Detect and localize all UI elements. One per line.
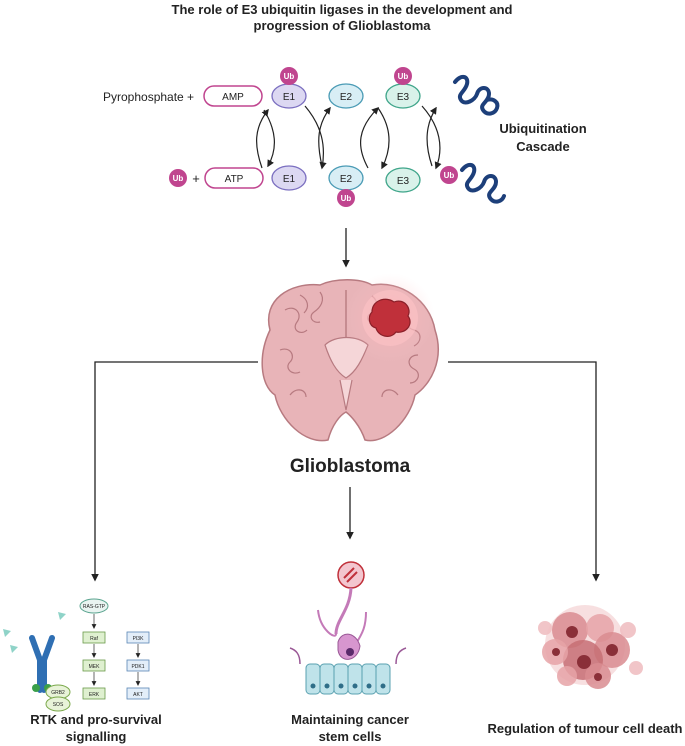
e2-top-label: E2 xyxy=(340,92,353,103)
outcome-middle-line1: Maintaining cancer xyxy=(291,712,409,727)
ub-badge-atp xyxy=(169,169,187,187)
arrow-e1-to-e2-down xyxy=(304,105,327,170)
raf-label: Raf xyxy=(90,636,98,642)
e3-top-label: E3 xyxy=(397,92,410,103)
e2-top xyxy=(328,83,364,109)
atp-label: ATP xyxy=(225,174,244,185)
e2-bottom-label: E2 xyxy=(340,174,353,185)
outcome-left-line2: signalling xyxy=(66,729,127,744)
ub-badge-e3-label: Ub xyxy=(398,72,409,81)
cascade-label-line2: Cascade xyxy=(516,139,569,154)
ub-badge-e1 xyxy=(280,67,298,85)
arrow-e3-to-substrate xyxy=(421,105,442,170)
pi3k-label: PI3K xyxy=(133,636,145,642)
ub-badge-e3 xyxy=(394,67,412,85)
outcome-left-line1: RTK and pro-survival xyxy=(30,712,161,727)
stem-cell-illustration xyxy=(289,561,407,695)
arrow-e3-up xyxy=(377,107,390,170)
ub-badge-e2-label: Ub xyxy=(341,194,352,203)
amp-pill xyxy=(203,85,263,107)
arrow-substrate-return xyxy=(426,106,437,167)
substrate-protein-bottom xyxy=(460,163,506,204)
tumour-cells-illustration xyxy=(538,605,643,689)
atp-pill xyxy=(204,167,264,189)
ub-badge-substrate-label: Ub xyxy=(444,171,455,180)
e1-bottom xyxy=(271,165,307,191)
e1-bottom-label: E1 xyxy=(283,174,296,185)
ub-badge-substrate xyxy=(440,166,458,184)
e3-bottom-label: E3 xyxy=(397,176,410,187)
ubiquitination-cascade: Pyrophosphate + AMP Ub + ATP E1 Ub E1 E2… xyxy=(103,67,587,207)
plus-sign: + xyxy=(192,171,200,186)
arrow-e1-top-to-e1-bottom xyxy=(263,109,275,168)
arrow-e2-to-e3-down xyxy=(360,106,380,169)
cascade-label-line1: Ubiquitination xyxy=(499,121,586,136)
substrate-protein-top xyxy=(453,75,500,116)
ub-badge-e2 xyxy=(337,189,355,207)
diagram-title-line1: The role of E3 ubiquitin ligases in the … xyxy=(172,2,513,17)
diagram-title-line2: progression of Glioblastoma xyxy=(254,18,432,33)
erk-label: ERK xyxy=(89,692,100,698)
arrow-atp-to-amp xyxy=(256,108,269,169)
connector-right xyxy=(448,361,600,582)
ras-gtp-label: RAS-GTP xyxy=(83,604,106,610)
tumor-mass xyxy=(368,298,411,337)
akt-label: AKT xyxy=(133,692,143,698)
e3-bottom xyxy=(385,167,421,193)
connector-left xyxy=(91,361,258,582)
ub-badge-e1-label: Ub xyxy=(284,72,295,81)
arrow-e2-up xyxy=(318,106,331,167)
glioblastoma-label: Glioblastoma xyxy=(290,456,411,477)
rtk-signalling-illustration: GRB2 SOS RAS-GTP Raf MEK ERK PI3K PDK1 A… xyxy=(3,598,150,712)
e1-top-label: E1 xyxy=(283,92,296,103)
sos-label: SOS xyxy=(53,702,64,708)
mek-label: MEK xyxy=(89,664,101,670)
pdk1-label: PDK1 xyxy=(131,664,144,670)
brain-illustration xyxy=(261,273,439,442)
pyrophosphate-label: Pyrophosphate + xyxy=(103,90,194,104)
outcome-middle-line2: stem cells xyxy=(319,729,382,744)
amp-label: AMP xyxy=(222,92,244,103)
outcome-right: Regulation of tumour cell death xyxy=(487,721,682,736)
ub-badge-atp-label: Ub xyxy=(173,174,184,183)
grb2-label: GRB2 xyxy=(51,690,65,696)
